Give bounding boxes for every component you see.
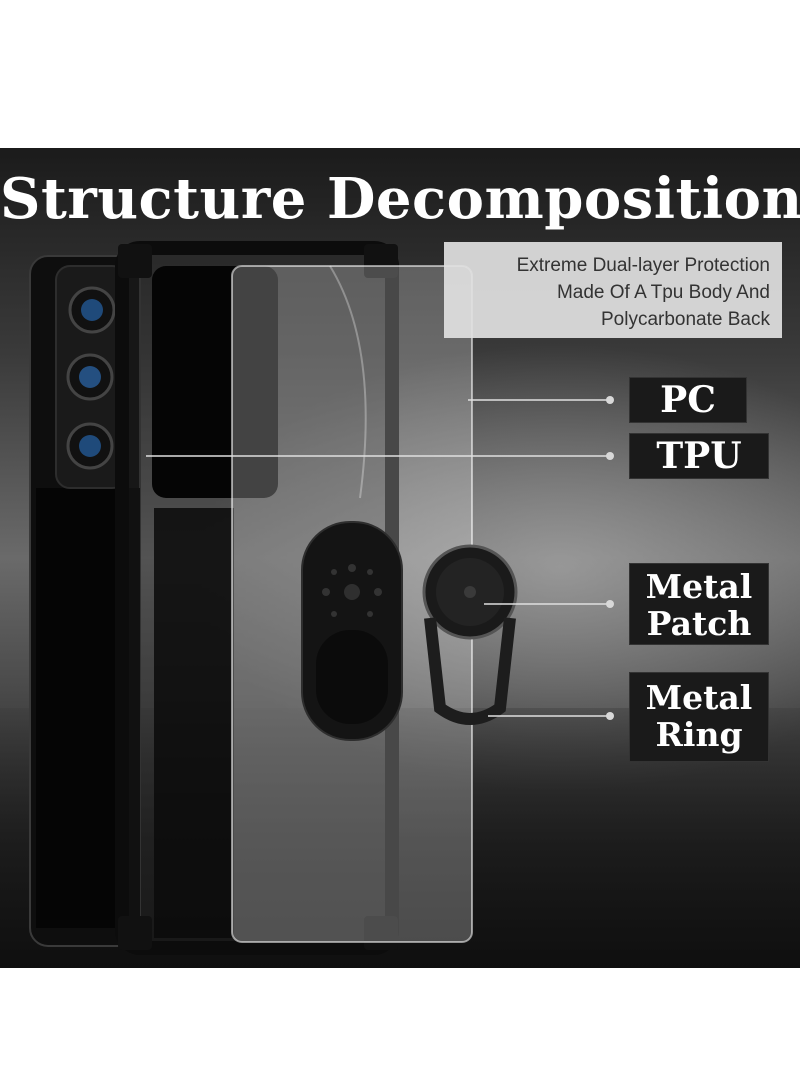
metal-ring-label-line2: Ring (655, 715, 743, 754)
pointer-lines (146, 399, 610, 717)
subtitle-line: Made Of A Tpu Body And (556, 282, 770, 303)
tpu-case-frame (115, 241, 399, 955)
metal-patch-ring-icon (422, 544, 518, 725)
pointer-dot-pc (606, 396, 614, 404)
pointer-dot-patch (606, 600, 614, 608)
ring-holder-base (301, 521, 403, 741)
pc-label: PC (630, 378, 746, 422)
tpu-label-text: TPU (656, 435, 742, 477)
subtitle-box: Extreme Dual-layer Protection Made Of A … (444, 242, 782, 338)
subtitle-line: Extreme Dual-layer Protection (516, 255, 770, 276)
pc-label-text: PC (660, 379, 716, 421)
metal-patch-label-line1: Metal (645, 567, 753, 606)
subtitle-line: Polycarbonate Back (601, 309, 770, 330)
product-infographic-panel: Structure Decomposition Extreme Dual-lay… (0, 148, 800, 968)
tpu-label: TPU (630, 434, 768, 478)
metal-ring-label: Metal Ring (630, 673, 768, 761)
metal-patch-label-line2: Patch (646, 604, 752, 643)
pointer-dot-tpu (606, 452, 614, 460)
page-title: Structure Decomposition (0, 166, 800, 232)
phone-case-illustration (29, 241, 610, 955)
pointer-dot-ring (606, 712, 614, 720)
camera-lens-icon (66, 286, 116, 470)
metal-ring-label-line1: Metal (645, 678, 753, 717)
metal-patch-label: Metal Patch (630, 564, 768, 644)
